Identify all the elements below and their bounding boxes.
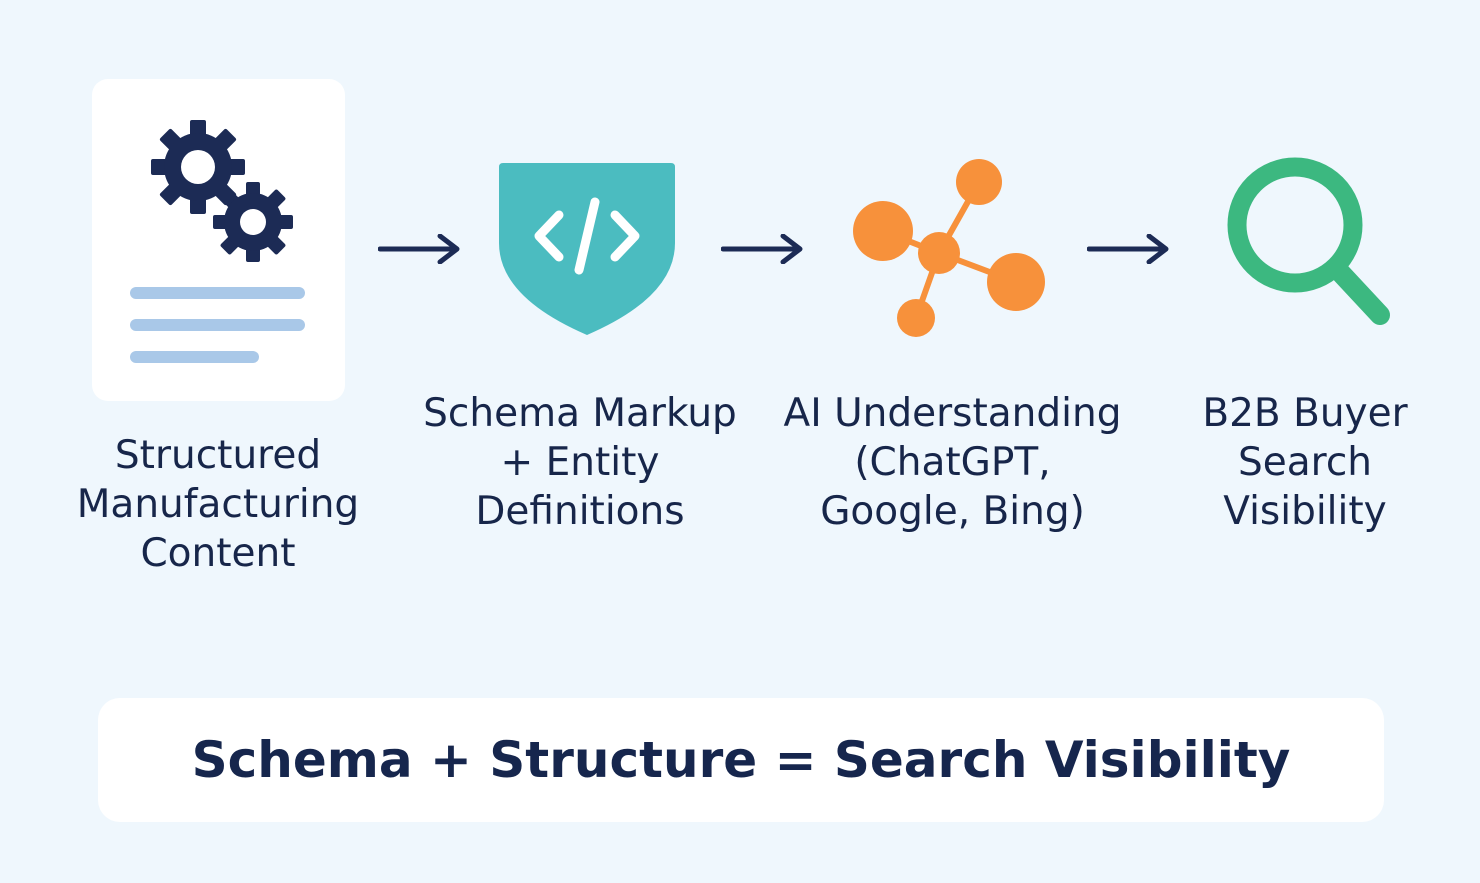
- magnifier-icon: [1227, 157, 1390, 325]
- gears-icon: [151, 120, 293, 262]
- step-label-schema-markup: Schema Markup + Entity Definitions: [423, 391, 737, 534]
- network-nodes-icon: [853, 159, 1045, 337]
- text-line: [130, 319, 305, 331]
- step-label-search-visibility: B2B Buyer Search Visibility: [1202, 391, 1408, 534]
- structured-content-card: [92, 79, 345, 401]
- arrow-right-icon: [721, 234, 803, 264]
- arrow-right-icon: [1087, 234, 1169, 264]
- summary-text: Schema + Structure = Search Visibility: [191, 731, 1291, 789]
- text-line: [130, 287, 305, 299]
- step-label-structured-content: Structured Manufacturing Content: [76, 433, 360, 576]
- arrow-right-icon: [378, 234, 460, 264]
- step-label-ai-understanding: AI Understanding (ChatGPT, Google, Bing): [783, 391, 1122, 534]
- code-shield-icon: [499, 163, 675, 335]
- summary-banner: Schema + Structure = Search Visibility: [98, 698, 1384, 822]
- text-line: [130, 351, 259, 363]
